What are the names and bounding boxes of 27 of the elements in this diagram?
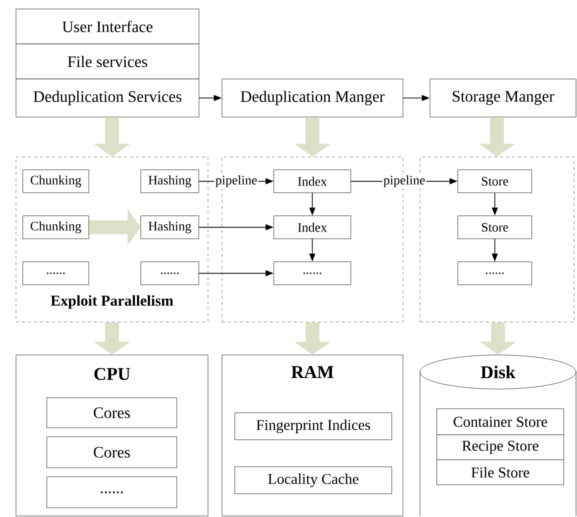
process-box: Store — [458, 216, 532, 239]
component-box: Fingerprint Indices — [234, 412, 392, 440]
component-box: Cores — [46, 436, 177, 468]
component-box: Cores — [46, 398, 177, 428]
process-box: Index — [274, 216, 351, 239]
component-box: File Store — [436, 460, 564, 485]
component-box: Locality Cache — [234, 466, 392, 494]
component-box: Container Store — [436, 408, 564, 435]
process-box: ...... — [274, 262, 351, 285]
layer-box: Deduplication Services — [16, 78, 200, 118]
module-box: Deduplication Manger — [222, 78, 404, 118]
process-box: Hashing — [140, 170, 199, 193]
process-box: Chunking — [22, 216, 89, 239]
layer-box: User Interface — [16, 8, 200, 44]
module-box: Storage Manger — [430, 78, 576, 118]
edge-label: pipeline — [382, 174, 426, 188]
component-box: ...... — [46, 476, 177, 508]
component-box: Recipe Store — [436, 434, 564, 460]
process-box: Hashing — [140, 216, 199, 239]
edge-label: pipeline — [214, 174, 258, 188]
process-box: ...... — [22, 262, 89, 285]
process-box: Index — [274, 170, 351, 193]
layer-box: File services — [16, 44, 200, 80]
process-box: ...... — [140, 262, 199, 285]
process-box: ...... — [458, 262, 532, 285]
process-box: Chunking — [22, 170, 89, 193]
process-box: Store — [458, 170, 532, 193]
